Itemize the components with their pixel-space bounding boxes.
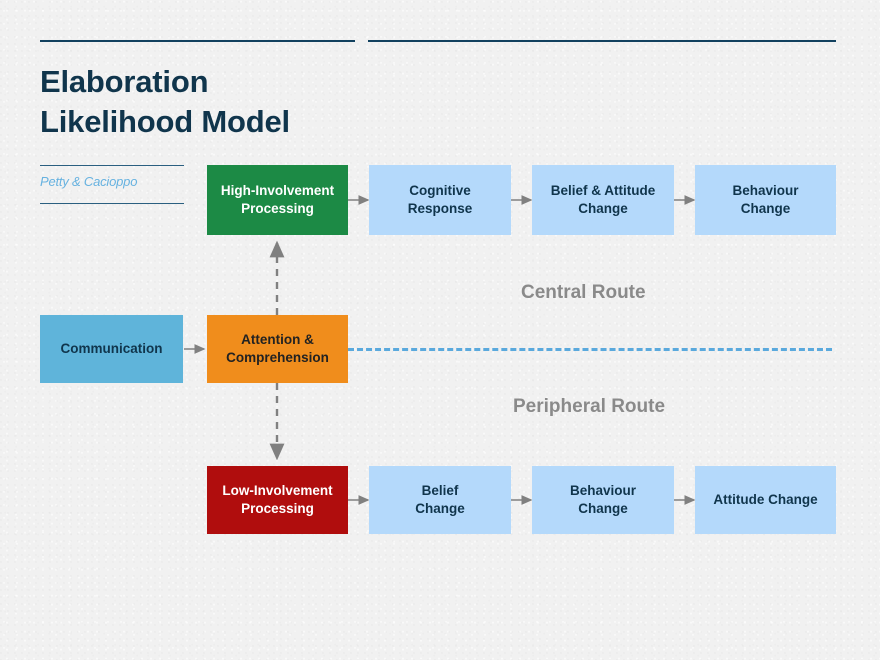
- subtitle-rule-bottom: [40, 203, 184, 204]
- box-belief-attitude-change[interactable]: Belief & Attitude Change: [532, 165, 674, 235]
- title-line-2: Likelihood Model: [40, 103, 290, 139]
- box-communication[interactable]: Communication: [40, 315, 183, 383]
- header-rule-left: [40, 40, 355, 42]
- label-central-route: Central Route: [521, 282, 646, 303]
- box-cognitive-response[interactable]: Cognitive Response: [369, 165, 511, 235]
- box-behaviour-change-central[interactable]: Behaviour Change: [695, 165, 836, 235]
- route-divider-dashed-line: [348, 348, 832, 351]
- subtitle-authors: Petty & Cacioppo: [40, 174, 138, 189]
- box-low-involvement-processing[interactable]: Low-Involvement Processing: [207, 466, 348, 534]
- header-rule-right: [368, 40, 836, 42]
- subtitle-rule-top: [40, 165, 184, 166]
- title-line-1: Elaboration: [40, 64, 209, 99]
- box-belief-change[interactable]: Belief Change: [369, 466, 511, 534]
- box-attention-comprehension[interactable]: Attention & Comprehension: [207, 315, 348, 383]
- label-peripheral-route: Peripheral Route: [513, 396, 666, 417]
- box-behaviour-change-peripheral[interactable]: Behaviour Change: [532, 466, 674, 534]
- box-high-involvement-processing[interactable]: High-Involvement Processing: [207, 165, 348, 235]
- box-attitude-change[interactable]: Attitude Change: [695, 466, 836, 534]
